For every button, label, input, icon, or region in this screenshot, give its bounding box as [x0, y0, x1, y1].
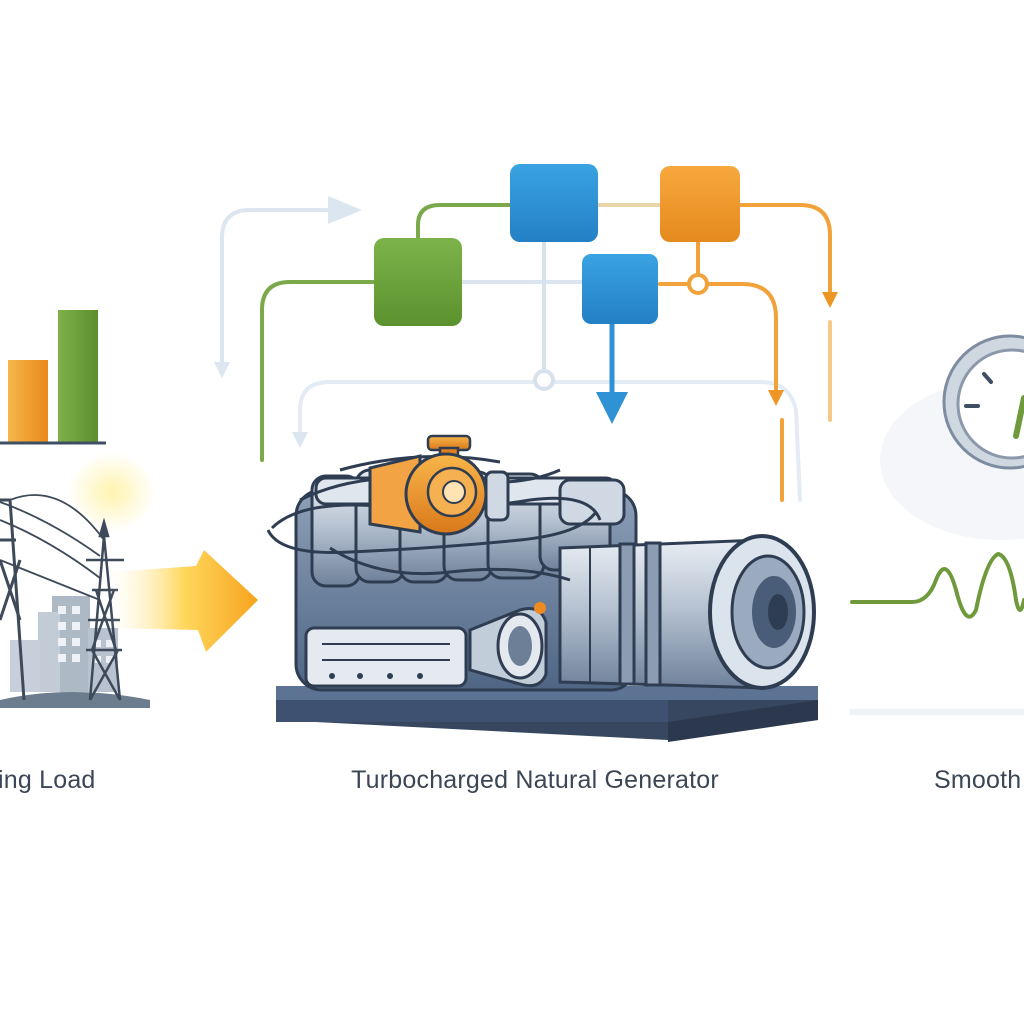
green-top-line [416, 203, 514, 242]
pale-junction [533, 369, 555, 391]
pale-loop-line [220, 208, 332, 372]
label-fluctuating-load: ing Load [0, 766, 96, 794]
city-windows [58, 606, 113, 663]
orange-arrow-down-2 [768, 390, 784, 406]
pale-arrow-down [214, 362, 230, 378]
orange-right-loop [738, 203, 832, 294]
orange-junction [687, 273, 709, 295]
bar-orange [8, 360, 48, 442]
bar-chart-icon [0, 310, 106, 445]
label-generator: Turbocharged Natural Generator [351, 766, 719, 794]
generator-icon [266, 434, 818, 742]
orange-arrow-down-1 [822, 292, 838, 308]
control-boxes [374, 164, 740, 326]
wave-icon [850, 552, 1024, 715]
pale-arrow-down-2 [292, 432, 308, 448]
label-smooth-output: Smooth [934, 766, 1022, 794]
pale-arrow-right [328, 196, 362, 224]
green-control-box [374, 238, 462, 326]
green-feed-line [260, 280, 378, 462]
load-arrow-icon [110, 550, 258, 652]
control-flow-lines [214, 196, 838, 502]
oil-pan [304, 626, 468, 688]
power-tower-icon [0, 452, 156, 708]
orange-control-box [660, 166, 740, 242]
blue-arrow-down [596, 392, 628, 424]
blue-control-box-bottom [582, 254, 658, 324]
bar-green [58, 310, 98, 442]
city-buildings [10, 596, 118, 692]
turbocharger-icon [368, 434, 510, 536]
orange-mid-line [658, 282, 778, 392]
blue-control-box-top [510, 164, 598, 242]
gauge-icon [880, 334, 1024, 540]
gauge-face [956, 348, 1024, 460]
